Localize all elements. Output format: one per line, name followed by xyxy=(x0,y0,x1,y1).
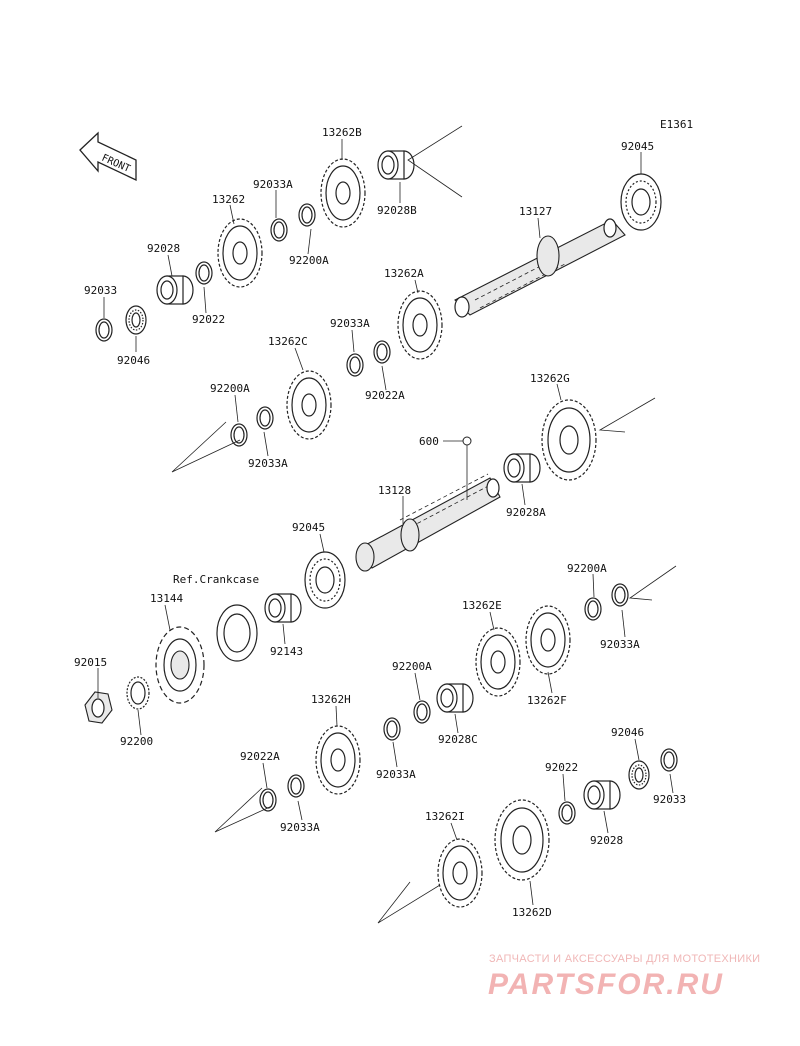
gear-13262E xyxy=(475,627,521,697)
bushing-92028-2 xyxy=(583,780,621,810)
label-92033A-5: 92033A xyxy=(376,768,416,781)
gear-13262G xyxy=(541,399,597,481)
nut-92015 xyxy=(84,691,113,724)
washer-92022-1 xyxy=(195,261,213,285)
label-13127: 13127 xyxy=(519,205,552,218)
bearing-92045-top xyxy=(620,173,662,231)
circlip-92033A-5 xyxy=(383,717,401,741)
main-shaft-13127 xyxy=(454,218,626,318)
circlip-92033-1 xyxy=(95,318,113,342)
needle-bearing-92046-2 xyxy=(628,760,650,790)
label-92033A-3: 92033A xyxy=(248,457,288,470)
label-92200A-1: 92200A xyxy=(289,254,329,267)
gear-13262F xyxy=(525,605,571,675)
label-13262B: 13262B xyxy=(322,126,362,139)
part-labels: 13262B 92028B 92045 92033A 13262 92200A … xyxy=(74,126,686,919)
label-13128: 13128 xyxy=(378,484,411,497)
label-13262I: 13262I xyxy=(425,810,465,823)
oil-seal-ref-crankcase xyxy=(216,604,258,662)
label-13262F: 13262F xyxy=(527,694,567,707)
label-92022A-1: 92022A xyxy=(365,389,405,402)
gear-13262C xyxy=(286,370,332,440)
bushing-92028 xyxy=(156,275,194,305)
label-92046-2: 92046 xyxy=(611,726,644,739)
bushing-92028C xyxy=(436,683,474,713)
label-92033-1: 92033 xyxy=(84,284,117,297)
washer-92022A-1 xyxy=(373,340,391,364)
label-13262H: 13262H xyxy=(311,693,351,706)
label-92045-top: 92045 xyxy=(621,140,654,153)
gear-13262B xyxy=(320,158,366,228)
label-13262A: 13262A xyxy=(384,267,424,280)
washer-92022-2 xyxy=(558,801,576,825)
label-600: 600 xyxy=(419,435,439,448)
label-13262E: 13262E xyxy=(462,599,502,612)
gear-13262A xyxy=(397,290,443,360)
label-92046-1: 92046 xyxy=(117,354,150,367)
leader-lines xyxy=(97,139,674,906)
bearing-92045-mid xyxy=(304,551,346,609)
bushing-92028B xyxy=(377,150,415,180)
label-13262C: 13262C xyxy=(268,335,308,348)
label-92015: 92015 xyxy=(74,656,107,669)
label-92028B: 92028B xyxy=(377,204,417,217)
drive-shaft-13128 xyxy=(355,473,501,572)
washer-92200A-4 xyxy=(413,700,431,724)
label-92028-2: 92028 xyxy=(590,834,623,847)
bushing-92028A xyxy=(503,453,541,483)
label-92033A-4: 92033A xyxy=(600,638,640,651)
label-92033A-1: 92033A xyxy=(253,178,293,191)
circlip-92033A-3 xyxy=(256,406,274,430)
sprocket-13144 xyxy=(155,626,205,704)
circlip-92033-2 xyxy=(660,748,678,772)
diagram-code: E1361 xyxy=(660,118,693,131)
circlip-92033A-6 xyxy=(287,774,305,798)
washer-92200A-1 xyxy=(298,203,316,227)
watermark: ЗАПЧАСТИ И АКСЕССУАРЫ ДЛЯ МОТОТЕХНИКИ PA… xyxy=(488,953,760,1001)
grease-point-icon xyxy=(462,436,472,446)
washer-92200A-3 xyxy=(584,597,602,621)
front-arrow-icon: FRONT xyxy=(79,131,137,182)
watermark-site: PARTSFOR.RU xyxy=(488,968,724,1001)
label-13262D: 13262D xyxy=(512,906,552,919)
label-13262: 13262 xyxy=(212,193,245,206)
label-92022A-2: 92022A xyxy=(240,750,280,763)
label-92033A-6: 92033A xyxy=(280,821,320,834)
gear-13262I xyxy=(437,838,483,908)
watermark-tagline: ЗАПЧАСТИ И АКСЕССУАРЫ ДЛЯ МОТОТЕХНИКИ xyxy=(489,953,760,965)
label-92200A-3: 92200A xyxy=(567,562,607,575)
gear-13262 xyxy=(217,218,263,288)
label-92028A: 92028A xyxy=(506,506,546,519)
gear-13262D xyxy=(494,799,550,881)
label-92200A-4: 92200A xyxy=(392,660,432,673)
label-92045-mid: 92045 xyxy=(292,521,325,534)
gear-13262H xyxy=(315,725,361,795)
label-92200A-2: 92200A xyxy=(210,382,250,395)
needle-bearing-92046-1 xyxy=(125,305,147,335)
label-13262G: 13262G xyxy=(530,372,570,385)
label-13144: 13144 xyxy=(150,592,183,605)
label-92033-2: 92033 xyxy=(653,793,686,806)
circlip-92033A-2 xyxy=(346,353,364,377)
label-92028: 92028 xyxy=(147,242,180,255)
label-92022-1: 92022 xyxy=(192,313,225,326)
collar-92143 xyxy=(264,593,302,623)
label-92033A-2: 92033A xyxy=(330,317,370,330)
circlip-92033A-4 xyxy=(611,583,629,607)
axis-guides xyxy=(171,125,677,924)
washer-92200 xyxy=(126,676,150,710)
label-ref-crankcase: Ref.Crankcase xyxy=(173,573,259,586)
label-92022-2: 92022 xyxy=(545,761,578,774)
circlip-92033A-1 xyxy=(270,218,288,242)
label-92143: 92143 xyxy=(270,645,303,658)
label-92028C: 92028C xyxy=(438,733,478,746)
label-92200: 92200 xyxy=(120,735,153,748)
